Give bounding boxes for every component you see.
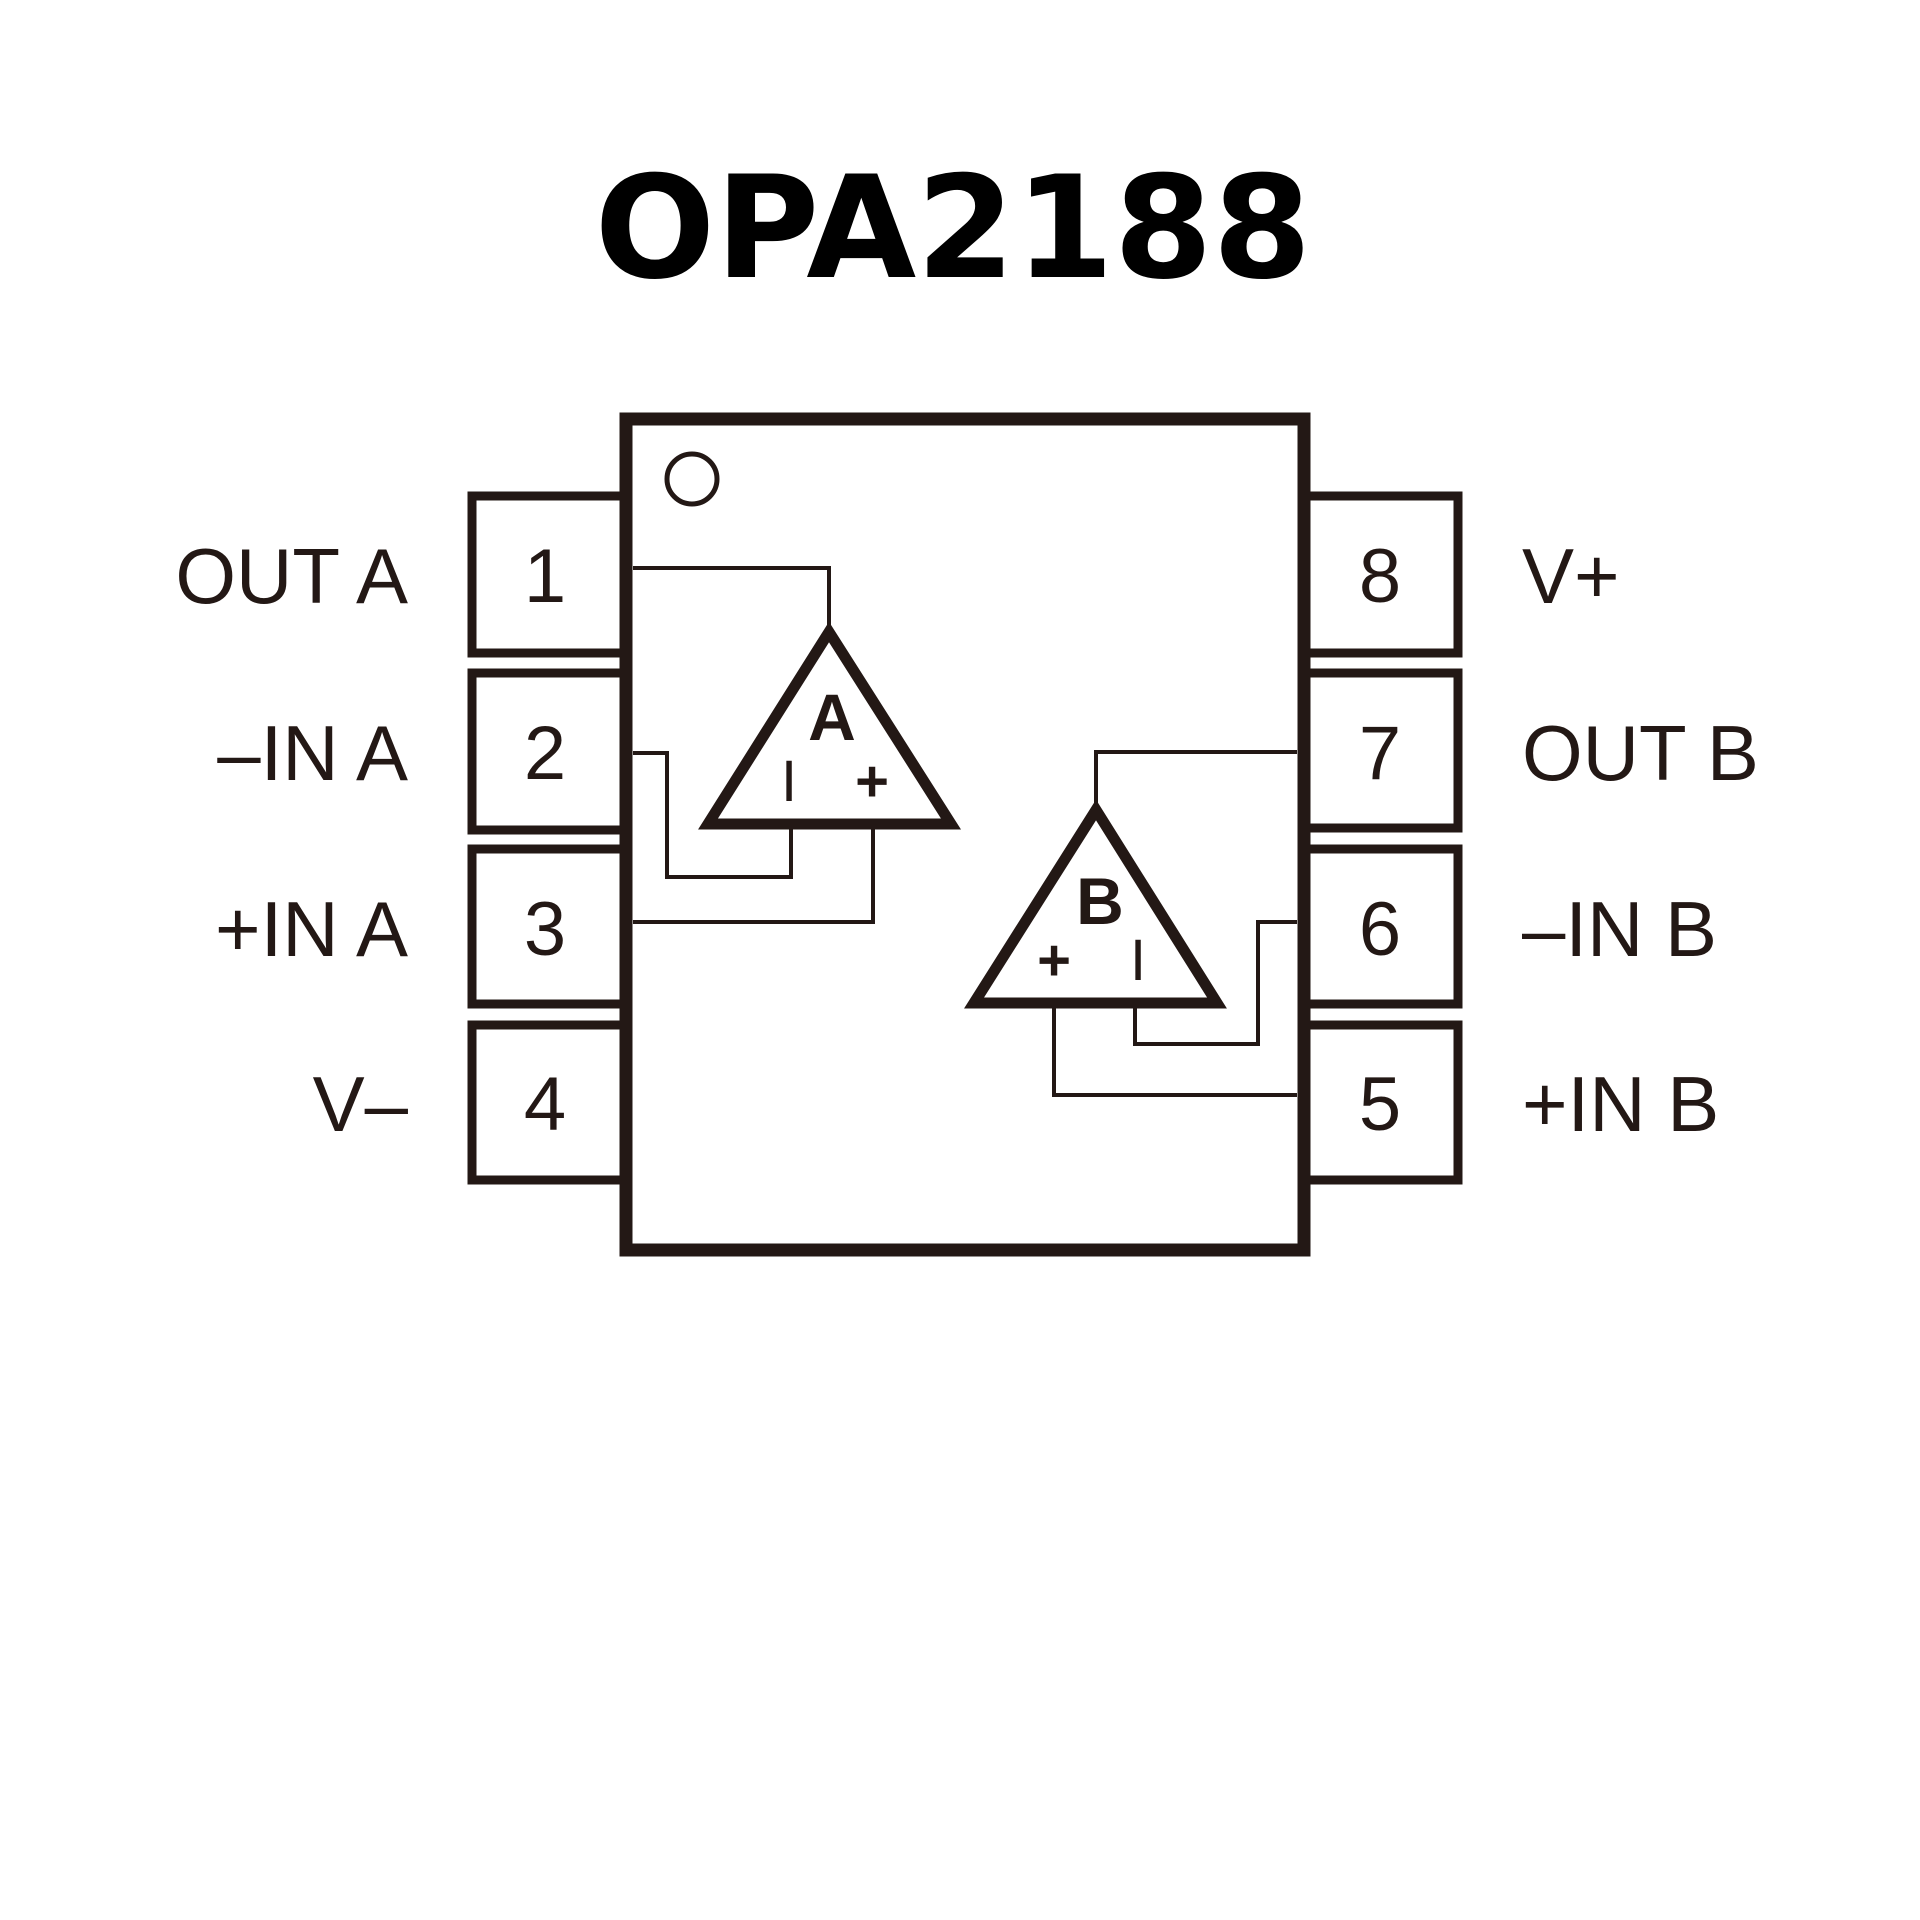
wire-out-b — [1094, 750, 1297, 805]
pin-number-6: 6 — [1359, 887, 1401, 972]
wire-in-plus-b — [1052, 1007, 1297, 1097]
op-amp-a-symbol — [698, 621, 962, 830]
wire-out-a — [633, 566, 831, 625]
pin-3-box — [467, 844, 632, 1009]
op-amp-b-symbol — [964, 799, 1227, 1009]
pin-label-3: +IN A — [215, 885, 408, 973]
op-amp-b-noninverting-symbol: + — [1037, 928, 1071, 993]
pin-number-3: 3 — [524, 887, 566, 972]
pin-number-2: 2 — [524, 711, 566, 796]
pin-number-4: 4 — [524, 1062, 566, 1147]
pin-8-box — [1298, 491, 1463, 658]
pin-label-7: OUT B — [1522, 709, 1759, 797]
pin-label-6: –IN B — [1522, 885, 1717, 973]
pin-label-4: V– — [313, 1060, 409, 1148]
wire-in-plus-a — [633, 828, 875, 924]
op-amp-b-inverting-symbol: I — [1130, 928, 1146, 993]
pin-label-2: –IN A — [217, 709, 408, 797]
pin-number-1: 1 — [524, 534, 566, 619]
pin-1-indicator-icon — [664, 451, 720, 507]
pin-6-box — [1298, 844, 1463, 1009]
op-amp-b-label: B — [1076, 864, 1124, 938]
pin-1-box — [467, 491, 632, 658]
pin-number-7: 7 — [1359, 711, 1401, 796]
pin-number-5: 5 — [1359, 1062, 1401, 1147]
op-amp-a-label: A — [808, 680, 856, 754]
op-amp-a-inverting-symbol: I — [781, 749, 797, 814]
op-amp-a-noninverting-symbol: + — [855, 749, 889, 814]
pin-label-8: V+ — [1522, 532, 1620, 620]
pin-2-box — [467, 668, 632, 835]
chip-body — [619, 412, 1311, 1257]
wire-in-minus-b — [1133, 920, 1297, 1046]
chip-title: OPA2188 — [595, 146, 1312, 311]
pin-label-1: OUT A — [175, 532, 408, 620]
wire-in-minus-a — [633, 751, 793, 879]
pin-label-5: +IN B — [1522, 1060, 1719, 1148]
pin-number-8: 8 — [1359, 534, 1401, 619]
